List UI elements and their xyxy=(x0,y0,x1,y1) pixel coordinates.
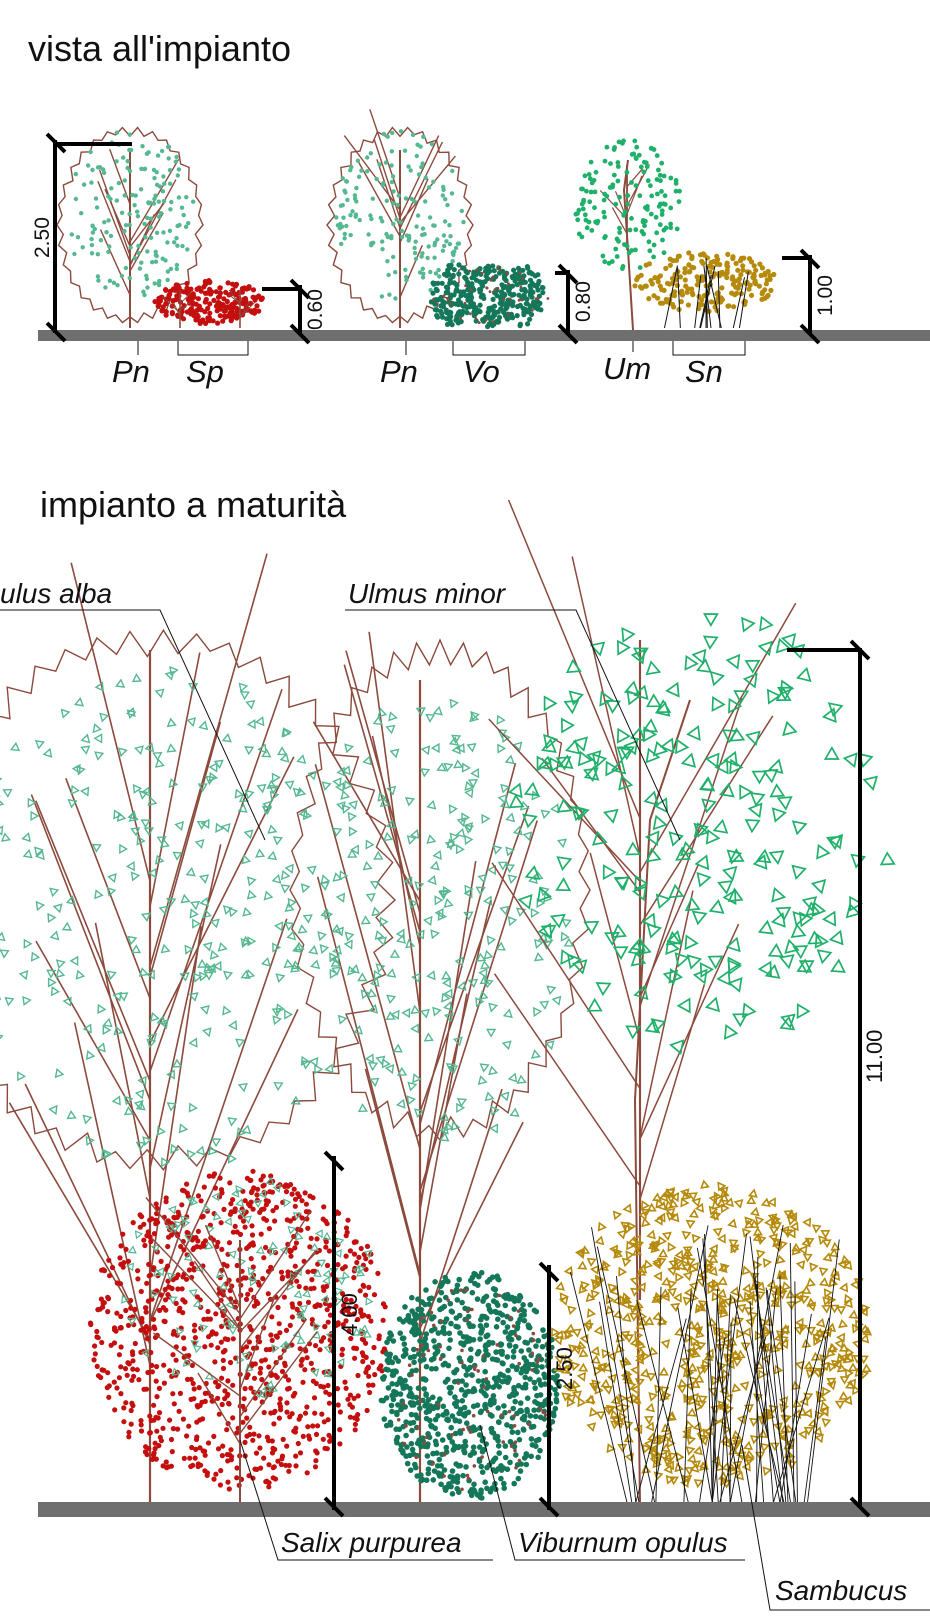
planting-view-title: vista all'impianto xyxy=(28,28,291,69)
species-label-leaders xyxy=(0,609,930,1611)
tree-populus-alba xyxy=(0,553,591,1505)
dimension-label-2-50: 2.50 xyxy=(31,217,54,258)
mature-view-title: impianto a maturità xyxy=(40,484,347,525)
species-label-sambucus: Sambucus xyxy=(775,1575,907,1606)
dimension-marker-2-50 xyxy=(45,132,132,343)
species-code-sn: Sn xyxy=(685,354,723,389)
dimension-marker-4-00 xyxy=(323,1150,345,1518)
species-code-pn-1: Pn xyxy=(112,354,150,389)
tree-pn-1 xyxy=(56,126,204,328)
dimension-marker-11-00 xyxy=(787,639,871,1518)
species-label-salix-purpurea: Salix purpurea xyxy=(281,1527,462,1558)
ground-line-mature xyxy=(38,1502,930,1517)
dimension-label-4-00: 4.00 xyxy=(337,1293,362,1336)
dimension-label-1-00: 1.00 xyxy=(814,275,837,316)
species-code-vo: Vo xyxy=(463,354,500,389)
dimension-label-11-00: 11.00 xyxy=(862,1030,887,1083)
dimension-marker-0-60 xyxy=(262,278,311,345)
tree-ulmus-minor xyxy=(488,499,896,1506)
tree-um xyxy=(573,138,682,331)
species-code-sp: Sp xyxy=(186,354,224,389)
tree-pn-2 xyxy=(326,109,474,328)
dimension-marker-0-80 xyxy=(555,263,579,345)
dimension-label-0-60: 0.60 xyxy=(304,289,327,330)
vegetation-layer xyxy=(0,109,896,1506)
shrub-sp xyxy=(152,278,265,328)
dimension-marker-1-00 xyxy=(782,248,821,345)
species-label-viburnum-opulus: Viburnum opulus xyxy=(518,1527,728,1558)
species-label-ulmus-minor: Ulmus minor xyxy=(348,578,507,609)
shrub-viburnum-opulus xyxy=(378,1269,562,1501)
species-label-populus-alba: ulus alba xyxy=(0,578,112,609)
dimension-marker-2-50-mature xyxy=(538,1261,560,1518)
shrub-vo xyxy=(428,262,550,330)
dimension-label-0-80: 0.80 xyxy=(572,281,595,322)
ground-line-planting xyxy=(38,330,930,341)
species-code-leaders xyxy=(137,341,746,356)
species-code-pn-2: Pn xyxy=(380,354,418,389)
shrub-sn xyxy=(632,250,777,329)
dimension-label-2-50-mature: 2.50 xyxy=(552,1347,577,1390)
shrub-sambucus xyxy=(551,1179,873,1506)
species-code-um: Um xyxy=(603,351,651,386)
